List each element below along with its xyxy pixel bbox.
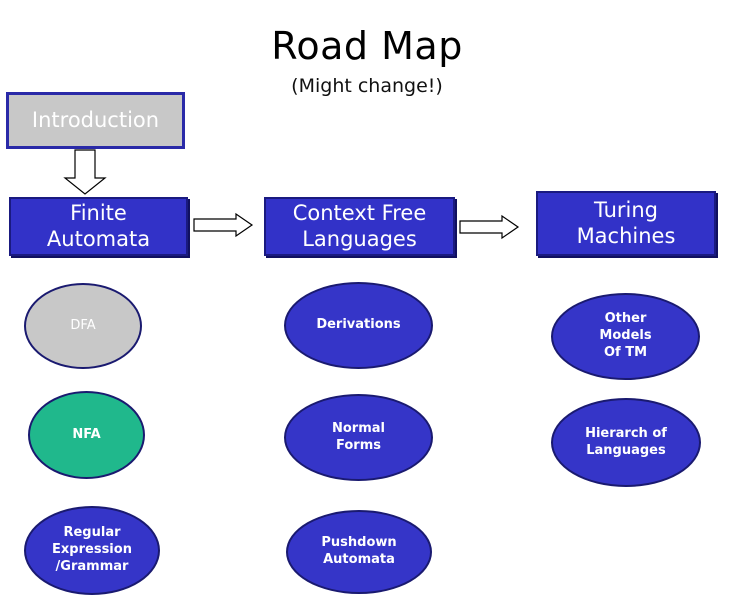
nfa-label: NFA [72,426,101,442]
other-models-ellipse: Other Models Of TM [551,293,700,380]
pushdown-automata-label: Pushdown Automata [321,535,397,567]
turing-machines-box: Turing Machines [536,191,716,256]
nfa-ellipse: NFA [28,391,145,479]
dfa-label: DFA [70,317,96,333]
arrow-right-icon [459,214,520,240]
regular-expression-label: Regular Expression /Grammar [52,525,132,574]
finite-automata-box: Finite Automata [9,197,188,256]
regular-expression-ellipse: Regular Expression /Grammar [24,506,160,595]
normal-forms-ellipse: Normal Forms [284,394,433,481]
derivations-ellipse: Derivations [284,282,433,369]
turing-machines-label: Turing Machines [576,198,676,248]
pushdown-automata-ellipse: Pushdown Automata [286,510,432,594]
arrow-down-icon [63,149,107,195]
normal-forms-label: Normal Forms [332,420,385,453]
hierarchy-ellipse: Hierarch of Languages [551,398,701,487]
context-free-languages-label: Context Free Languages [292,201,427,251]
hierarchy-label: Hierarch of Languages [585,425,667,458]
introduction-label: Introduction [31,107,160,132]
introduction-box: Introduction [6,92,185,149]
derivations-label: Derivations [316,317,401,333]
page-subtitle: (Might change!) [291,75,443,97]
context-free-languages-box: Context Free Languages [264,197,455,256]
arrow-right-icon [193,212,254,238]
page-title: Road Map [271,24,463,68]
dfa-ellipse: DFA [24,283,142,369]
finite-automata-label: Finite Automata [46,201,151,251]
other-models-label: Other Models Of TM [599,311,652,360]
